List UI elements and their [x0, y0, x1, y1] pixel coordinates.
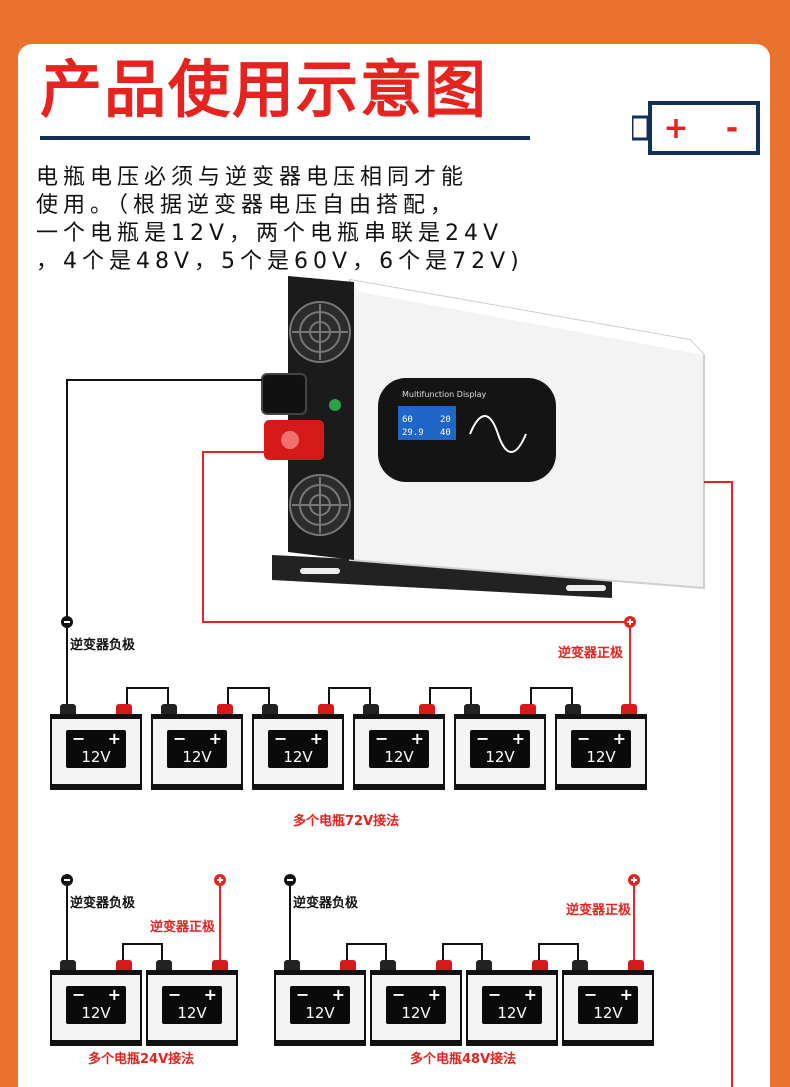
usage-description: 电瓶电压必须与逆变器电压相同才能 使用。（根据逆变器电压自由搭配， 一个电瓶是1… — [36, 164, 536, 276]
svg-text:40: 40 — [440, 428, 451, 438]
inverter-positive-label: 逆变器正极 — [150, 920, 216, 935]
description-line: 电瓶电压必须与逆变器电压相同才能 — [36, 165, 469, 190]
svg-text:29.9: 29.9 — [402, 428, 424, 438]
battery-label-panel: −+12V — [268, 730, 328, 768]
battery: −+12V — [146, 960, 238, 1048]
battery: −+12V — [466, 960, 558, 1048]
battery-icon: + - — [632, 101, 760, 155]
caption-24v: 多个电瓶24V接法 — [88, 1052, 195, 1067]
battery-label-panel: −+12V — [290, 986, 350, 1024]
battery: −+12V — [252, 704, 344, 792]
battery: −+12V — [370, 960, 462, 1048]
battery-icon-plus: + — [663, 111, 688, 146]
caption-72v: 多个电瓶72V接法 — [293, 814, 400, 829]
lcd-screen — [398, 406, 456, 440]
battery-label-panel: −+12V — [167, 730, 227, 768]
battery-label-panel: −+12V — [66, 986, 126, 1024]
display-label: Multifunction Display — [402, 390, 487, 399]
battery: −+12V — [50, 704, 142, 792]
inverter-positive-label: 逆变器正极 — [566, 903, 632, 918]
battery-icon-minus: - — [726, 111, 738, 146]
inverter-bracket — [272, 555, 612, 598]
svg-text:60: 60 — [402, 415, 413, 425]
description-line: 一个电瓶是12V，两个电瓶串联是24V — [36, 221, 504, 246]
battery-label-panel: −+12V — [578, 986, 638, 1024]
battery-label-panel: −+12V — [162, 986, 222, 1024]
negative-terminal — [261, 373, 307, 415]
inverter-positive-label: 逆变器正极 — [558, 646, 624, 661]
battery-label-panel: −+12V — [571, 730, 631, 768]
battery-label-panel: −+12V — [470, 730, 530, 768]
sine-wave-icon — [469, 415, 527, 453]
battery-label-panel: −+12V — [386, 986, 446, 1024]
battery-label-panel: −+12V — [482, 986, 542, 1024]
battery: −+12V — [562, 960, 654, 1048]
inverter-negative-label: 逆变器负极 — [70, 638, 136, 653]
title-underline — [40, 136, 530, 140]
battery: −+12V — [353, 704, 445, 792]
battery: −+12V — [151, 704, 243, 792]
battery: −+12V — [454, 704, 546, 792]
battery-label-panel: −+12V — [66, 730, 126, 768]
inverter-negative-label: 逆变器负极 — [70, 896, 136, 911]
negative-wire — [66, 379, 262, 620]
battery: −+12V — [274, 960, 366, 1048]
display-panel — [378, 378, 556, 482]
caption-48v: 多个电瓶48V接法 — [410, 1052, 517, 1067]
description-line: ，4个是48V，5个是60V，6个是72V) — [36, 249, 524, 274]
battery-label-panel: −+12V — [369, 730, 429, 768]
positive-wire — [202, 451, 630, 623]
page-title: 产品使用示意图 — [40, 53, 489, 126]
inverter-negative-label: 逆变器负极 — [293, 896, 359, 911]
battery: −+12V — [555, 704, 647, 792]
battery: −+12V — [50, 960, 142, 1048]
description-line: 使用。（根据逆变器电压自由搭配， — [36, 193, 458, 218]
svg-text:20: 20 — [440, 415, 451, 425]
